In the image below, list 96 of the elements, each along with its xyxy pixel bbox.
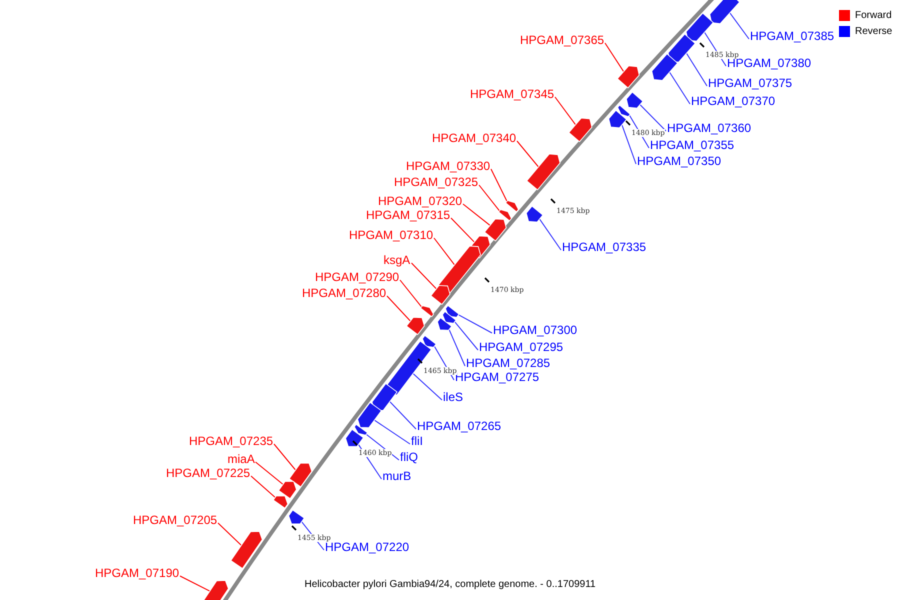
gene-label: HPGAM_07335	[562, 240, 646, 254]
gene-label: ksgA	[384, 253, 410, 267]
leader-line	[218, 522, 242, 546]
gene-label: HPGAM_07365	[520, 33, 604, 47]
gene-block	[498, 209, 512, 222]
gene-block	[526, 154, 560, 190]
leader-line	[490, 168, 508, 202]
gene-block	[202, 580, 229, 600]
leader-line	[621, 124, 636, 164]
leader-line	[729, 12, 750, 40]
gene-block	[616, 65, 640, 88]
leader-line	[180, 576, 211, 592]
gene-block	[278, 481, 297, 500]
gene-block	[668, 34, 696, 63]
gene-block	[288, 462, 312, 488]
gene-label: HPGAM_07370	[691, 94, 776, 108]
gene-label: HPGAM_07310	[349, 228, 434, 242]
gene-label: HPGAM_07275	[455, 370, 540, 384]
leader-line	[366, 434, 400, 460]
leader-line	[454, 321, 478, 350]
gene-label: fliI	[411, 434, 423, 448]
gene-label: HPGAM_07340	[432, 131, 516, 145]
gene-block	[288, 510, 305, 524]
gene-block	[406, 316, 425, 336]
gene-block	[617, 104, 631, 118]
gene-block	[438, 246, 481, 294]
gene-block	[626, 92, 644, 109]
gene-block	[437, 317, 452, 331]
leader-line	[668, 71, 690, 104]
gene-label: HPGAM_07265	[417, 419, 502, 433]
gene-block	[430, 285, 450, 305]
gene-label: HPGAM_07345	[470, 87, 554, 101]
gene-block	[686, 12, 714, 42]
leader-line	[478, 184, 500, 212]
gene-label: HPGAM_07350	[637, 154, 722, 168]
gene-label: ileS	[443, 390, 464, 404]
leader-line	[389, 400, 416, 430]
gene-label: HPGAM_07360	[667, 121, 752, 135]
gene-block	[484, 218, 507, 242]
gene-label: HPGAM_07300	[493, 323, 578, 337]
gene-block	[272, 496, 288, 509]
gene-label: HPGAM_07285	[466, 356, 550, 370]
leader-line	[411, 262, 437, 290]
leader-line	[686, 52, 708, 86]
leader-line	[462, 204, 491, 226]
gene-block	[357, 402, 382, 428]
leader-line	[450, 218, 476, 243]
gene-label: HPGAM_07205	[133, 513, 218, 527]
leader-line	[457, 314, 492, 334]
gene-block	[709, 0, 740, 24]
gene-label: HPGAM_07295	[479, 340, 564, 354]
legend-label: Reverse	[855, 25, 892, 39]
leader-line	[448, 328, 466, 366]
gene-block	[420, 305, 434, 318]
leader-line	[604, 42, 624, 72]
gene-label: HPGAM_07355	[650, 138, 734, 152]
gene-block	[526, 206, 544, 222]
gene-label: HPGAM_07325	[394, 175, 478, 189]
gene-block	[568, 118, 592, 142]
gene-label: HPGAM_07235	[189, 434, 274, 448]
gene-label: HPGAM_07385	[750, 29, 834, 43]
gene-label: HPGAM_07320	[378, 194, 462, 208]
gene-block	[442, 310, 457, 324]
leader-line	[274, 444, 296, 471]
leader-line	[412, 373, 442, 400]
gene-block	[372, 383, 398, 411]
legend-label: Forward	[855, 9, 892, 23]
gene-block	[651, 53, 678, 81]
gene-block	[422, 335, 437, 348]
gene-label: HPGAM_07190	[95, 566, 180, 580]
leader-line	[434, 238, 456, 266]
gene-block	[345, 428, 364, 447]
gene-block	[505, 200, 519, 212]
gene-label: HPGAM_07290	[315, 270, 400, 284]
gene-label: HPGAM_07375	[708, 76, 792, 90]
gene-label: HPGAM_07280	[302, 286, 386, 300]
leader-line	[554, 96, 576, 126]
leader-line	[639, 104, 666, 132]
gene-label: fliQ	[400, 450, 418, 464]
leader-line	[250, 476, 276, 498]
leader-line	[400, 280, 422, 308]
gene-block	[445, 304, 460, 318]
leader-line	[538, 218, 562, 250]
gene-label: HPGAM_07220	[325, 540, 410, 554]
leader-line	[386, 296, 412, 322]
leader-line	[374, 420, 410, 444]
gene-label: miaA	[228, 452, 255, 466]
gene-block	[354, 424, 368, 436]
leader-line	[516, 140, 540, 168]
gene-label: HPGAM_07225	[166, 466, 250, 480]
caption: Helicobacter pylori Gambia94/24, complete genome. - 0..1709911	[304, 578, 596, 592]
gene-label: HPGAM_07330	[406, 159, 490, 173]
gene-label: HPGAM_07315	[366, 208, 450, 222]
leader-line	[255, 462, 284, 485]
gene-label: murB	[382, 469, 412, 483]
gene-block	[230, 531, 263, 569]
